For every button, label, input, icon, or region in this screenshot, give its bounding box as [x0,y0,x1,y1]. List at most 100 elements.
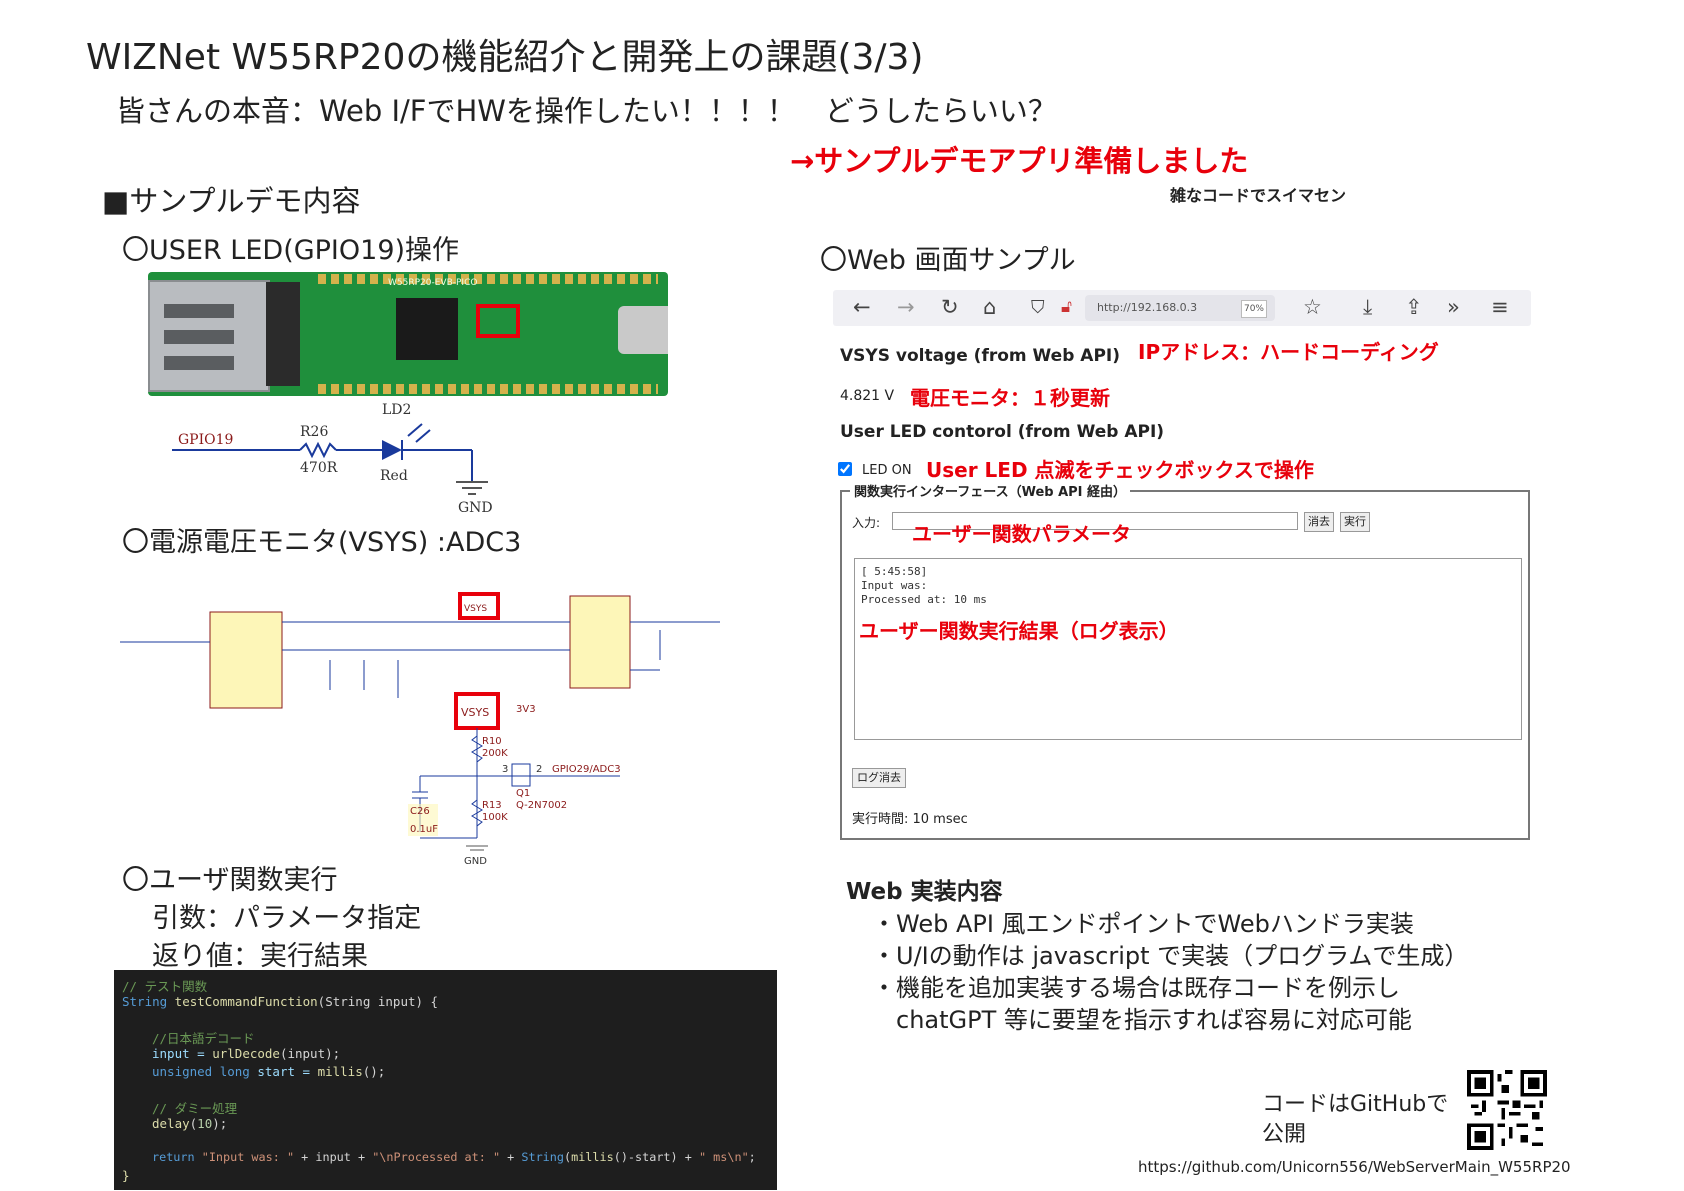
code-str-ms: " ms\n" [698,1150,749,1164]
more-icon[interactable]: » [1447,295,1460,319]
led-control-label: User LED contorol (from Web API) [840,422,1165,442]
ip-note: IPアドレス：ハードコーディング [1138,340,1439,364]
home-icon[interactable]: ⌂ [983,295,997,319]
github-line2: 公開 [1262,1122,1307,1147]
gpio19-label: GPIO19 [178,432,233,448]
r13-value: 100K [482,812,508,823]
code-delay-close: ); [212,1116,228,1131]
r10-value: 200K [482,748,508,759]
evb-board-image: W55RP20-EVB-PICO [148,272,668,396]
magjack-label [266,282,300,386]
q1-pin3: 3 [502,764,508,775]
download-icon[interactable]: ⤓ [1363,295,1373,319]
led-color-label: Red [380,468,408,484]
shield-icon[interactable]: ⛉ [1031,297,1045,318]
code-plus-input: + input + [294,1150,373,1164]
callout-sample-demo: →サンプルデモアプリ準備しました [790,144,1249,178]
args-line: 引数：パラメータ指定 [152,903,422,934]
c26-value: 0.1uF [410,824,438,835]
ld2-label: LD2 [382,402,411,418]
code-type: String [122,994,168,1009]
log-line: [ 5:45:58] [861,565,928,578]
extensions-icon[interactable]: ⇪ [1405,295,1423,319]
3v3-label: 3V3 [516,704,536,715]
menu-icon[interactable]: ≡ [1491,295,1509,319]
log-note: ユーザー関数実行結果（ログ表示） [859,619,1179,643]
impl-item: chatGPT 等に要望を指示すれば容易に対応可能 [872,1006,1412,1034]
code-str-input: "Input was: " [201,1150,295,1164]
code-millis-args: (); [362,1064,386,1079]
subtitle: 皆さんの本音：Web I/FでHWを操作したい！！！！ どうしたらいい？ [116,94,1057,128]
return-line: 返り値：実行結果 [152,941,368,972]
github-line1: コードはGitHubで [1262,1092,1449,1117]
impl-item: ・機能を追加実装する場合は既存コードを例示し [872,974,1400,1002]
q1-pin2: 2 [536,764,542,775]
url-bar[interactable]: http://192.168.0.3 70% [1085,295,1275,321]
back-icon[interactable]: ← [853,295,871,319]
qr-code-icon [1467,1070,1547,1150]
code-comment-dummy: // ダミー処理 [152,1101,238,1116]
vsys-voltage-label: VSYS voltage (from Web API) [840,346,1121,366]
demo-heading: ■サンプルデモ内容 [102,184,361,218]
code-paren: ( [563,1150,572,1164]
code-unsigned-long: unsigned long [152,1064,250,1079]
code-urldecode: urlDecode [212,1046,280,1061]
github-url[interactable]: https://github.com/Unicorn556/WebServerM… [1138,1158,1571,1176]
code-func-name: testCommandFunction [167,994,318,1009]
log-line: Input was: [861,579,928,592]
impl-item: ・Web API 風エンドポイントでWebハンドラ実装 [872,910,1414,938]
param-note: ユーザー関数パラメータ [912,522,1131,546]
code-minus-start: ()-start) + [613,1150,699,1164]
forward-icon[interactable]: → [897,295,915,319]
r13-label: R13 [482,800,502,811]
code-close-brace: } [122,1168,130,1183]
board-label: W55RP20-EVB-PICO [388,278,478,288]
led-highlight-box [476,304,520,338]
code-millis-2: millis [571,1150,614,1164]
star-icon[interactable]: ☆ [1303,295,1322,319]
w55rp20-chip [396,298,458,360]
code-str-processed: "\nProcessed at: " [372,1150,501,1164]
led-on-checkbox[interactable] [838,462,852,476]
fieldset-legend: 関数実行インターフェース（Web API 経由） [850,481,1131,500]
code-string-ctor: String [521,1150,564,1164]
page-title: WIZNet W55RP20の機能紹介と開発上の課題(3/3) [86,37,924,78]
vsys-gnd-label: GND [464,856,487,867]
reload-icon[interactable]: ↻ [941,295,959,319]
code-delay: delay [152,1116,190,1131]
clear-button[interactable]: 消去 [1304,512,1334,532]
led-heading: 〇USER LED(GPIO19)操作 [122,235,460,266]
code-start-assign: start = [249,1064,318,1079]
voltage-value: 4.821 V [840,388,895,404]
r26-label: R26 [300,424,328,440]
function-interface-fieldset: 関数実行インターフェース（Web API 経由） 入力: ユーザー関数パラメータ… [840,481,1530,840]
code-snippet: // テスト関数 String testCommandFunction(Stri… [114,970,777,1190]
c26-label: C26 [410,806,430,817]
led-schematic: GPIO19 R26 470R LD2 Red GND [172,402,493,516]
led-note: User LED 点滅をチェックボックスで操作 [926,458,1314,482]
code-input-assign: input = [152,1046,213,1061]
lock-icon[interactable]: 🔓︎ [1061,297,1073,317]
rj45-connector [148,280,270,392]
log-clear-button[interactable]: ログ消去 [852,768,906,788]
browser-toolbar: ← → ↻ ⌂ ⛉ 🔓︎ http://192.168.0.3 70% ☆ ⤓ … [833,290,1531,326]
vsys-box-label: VSYS [461,706,489,719]
code-params: (String input) { [317,994,439,1009]
r26-value: 470R [300,460,338,476]
run-button[interactable]: 実行 [1340,512,1370,532]
param-input[interactable] [892,512,1298,530]
gnd-label: GND [458,500,493,516]
code-millis: millis [317,1064,363,1079]
code-return: return [152,1150,202,1164]
vsys-heading: 〇電源電圧モニタ(VSYS) :ADC3 [122,527,522,558]
url-text: http://192.168.0.3 [1097,301,1198,314]
code-urldecode-args: (input); [279,1046,341,1061]
code-delay-num: 10 [197,1116,213,1131]
user-func-heading: 〇ユーザ関数実行 [122,865,338,896]
usb-c-connector [618,306,668,354]
input-label: 入力: [852,516,881,530]
code-delay-open: ( [189,1116,198,1131]
log-output[interactable]: [ 5:45:58] Input was: Processed at: 10 m… [854,558,1522,740]
web-heading: 〇Web 画面サンプル [820,245,1076,276]
zoom-badge[interactable]: 70% [1241,300,1267,318]
